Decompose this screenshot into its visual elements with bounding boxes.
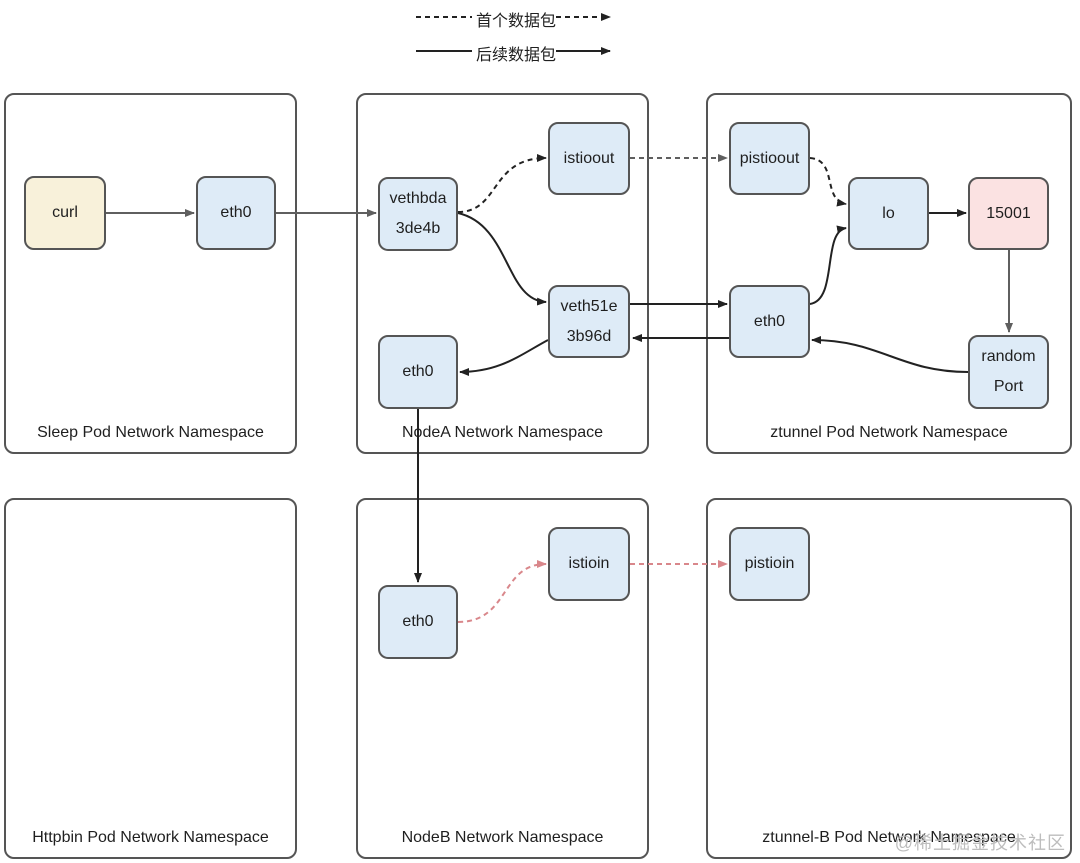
veth51e-label-line2: 3b96d bbox=[566, 327, 612, 345]
istioin-label: istioin bbox=[568, 555, 610, 572]
edge-veth51e-to-nodea-eth0 bbox=[459, 339, 549, 376]
lo-node: lo bbox=[848, 177, 929, 250]
random-port-label-line2: Port bbox=[993, 378, 1024, 395]
sleep-pod-namespace: Sleep Pod Network Namespace bbox=[4, 93, 297, 454]
sleep-eth0-label: eth0 bbox=[220, 204, 252, 221]
pistioout-label: pistioout bbox=[739, 149, 800, 167]
veth51e-label-line1: veth51e bbox=[560, 297, 618, 315]
legend-subsequent-packets-label: 后续数据包 bbox=[476, 47, 557, 64]
istioin-node: istioin bbox=[548, 527, 630, 601]
pistioout-node: pistioout bbox=[729, 122, 810, 195]
edge-nodeb-eth0-to-istioin bbox=[457, 560, 547, 623]
nodeb-namespace-label: NodeB Network Namespace bbox=[401, 829, 604, 846]
port-15001-label: 15001 bbox=[986, 204, 1031, 222]
random-port-node: random Port bbox=[968, 335, 1049, 409]
lo-label: lo bbox=[882, 204, 895, 222]
edge-random-port-to-ztunnel-eth0 bbox=[811, 336, 969, 373]
nodea-eth0-node: eth0 bbox=[378, 335, 458, 409]
sleep-eth0-node: eth0 bbox=[196, 176, 276, 250]
httpbin-pod-namespace: Httpbin Pod Network Namespace bbox=[4, 498, 297, 859]
vethbda-label-line2: 3de4b bbox=[395, 220, 441, 237]
httpbin-pod-namespace-label: Httpbin Pod Network Namespace bbox=[32, 829, 269, 846]
edge-vethbda-to-istioout bbox=[457, 154, 547, 213]
nodea-eth0-label: eth0 bbox=[402, 363, 434, 380]
istioout-node: istioout bbox=[548, 122, 630, 195]
curl-label: curl bbox=[52, 204, 78, 221]
nodea-namespace-label: NodeA Network Namespace bbox=[402, 424, 603, 441]
port-15001-node: 15001 bbox=[968, 177, 1049, 250]
edge-vethbda-to-veth51e bbox=[457, 212, 547, 306]
vethbda-node: vethbda 3de4b bbox=[378, 177, 458, 251]
random-port-label-line1: random bbox=[981, 348, 1036, 365]
vethbda-label-line1: vethbda bbox=[389, 190, 447, 207]
legend-first-packet-label: 首个数据包 bbox=[476, 13, 557, 30]
sleep-pod-namespace-label: Sleep Pod Network Namespace bbox=[37, 424, 264, 441]
edge-ztunnel-eth0-to-lo bbox=[809, 225, 847, 305]
istioout-label: istioout bbox=[563, 149, 615, 167]
ztunnel-eth0-label: eth0 bbox=[753, 312, 786, 330]
ztunnel-eth0-node: eth0 bbox=[729, 285, 810, 358]
pistioin-node: pistioin bbox=[729, 527, 810, 601]
pistioin-label: pistioin bbox=[744, 555, 795, 572]
veth51e-node: veth51e 3b96d bbox=[548, 285, 630, 358]
nodeb-eth0-node: eth0 bbox=[378, 585, 458, 659]
edge-pistioout-to-lo bbox=[809, 157, 847, 207]
ztunnel-b-pod-namespace-label: ztunnel-B Pod Network Namespace bbox=[762, 829, 1016, 846]
ztunnel-pod-namespace-label: ztunnel Pod Network Namespace bbox=[770, 424, 1008, 441]
nodeb-eth0-label: eth0 bbox=[402, 613, 434, 630]
curl-node: curl bbox=[24, 176, 106, 250]
watermark: @稀土掘金技术社区 bbox=[894, 833, 1066, 853]
